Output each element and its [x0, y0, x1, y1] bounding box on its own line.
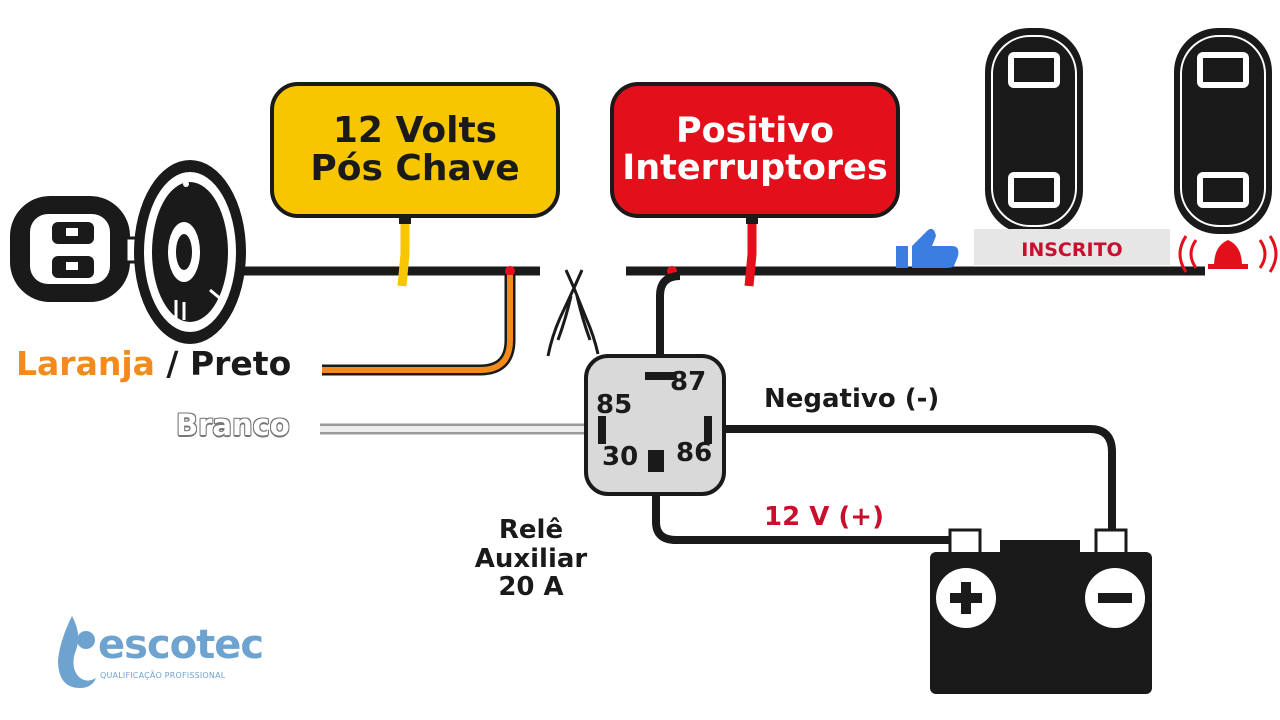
pin87-wire	[656, 272, 681, 370]
yellow-stem	[397, 210, 410, 287]
relay-label-line: Auxiliar	[474, 543, 588, 574]
callout-line: Positivo	[675, 111, 835, 152]
thumbs-up-icon[interactable]	[896, 228, 959, 268]
orange-wire	[322, 275, 513, 373]
orange-black-wire-label: Laranja / Preto	[16, 344, 291, 383]
callout-line: Interruptores	[622, 148, 888, 188]
relay-pin-30: 30	[602, 442, 639, 472]
callout-positive-switches: Positivo Interruptores	[610, 82, 900, 218]
subscribed-button[interactable]: INSCRITO	[974, 229, 1170, 265]
bell-icon[interactable]	[1178, 235, 1278, 273]
relay-label: Relê Auxiliar 20 A	[456, 516, 606, 602]
positive-wire-label: 12 V (+)	[764, 502, 884, 532]
red-stem	[744, 210, 757, 287]
splice-point-left	[505, 266, 515, 276]
black-label: Preto	[189, 344, 292, 383]
negative-wire	[704, 425, 1116, 545]
label-separator: /	[154, 344, 190, 383]
positive-wire	[652, 460, 960, 544]
battery-icon	[930, 528, 1152, 694]
ignition-key-icon	[10, 160, 246, 344]
callout-12v-post-key: 12 Volts Pós Chave	[270, 82, 560, 218]
cutter-pliers-icon	[546, 269, 600, 357]
window-switch-icon	[985, 28, 1083, 234]
callout-line: Pós Chave	[310, 148, 520, 189]
window-switch-icon	[1174, 28, 1272, 234]
relay-label-line: 20 A	[498, 572, 564, 603]
callout-line: 12 Volts	[332, 110, 498, 152]
orange-label: Laranja	[16, 344, 155, 383]
relay-label-line: Relê	[498, 515, 564, 545]
logo-wordmark: escotec	[98, 622, 264, 668]
relay-pin-87: 87	[670, 367, 707, 397]
negative-wire-label: Negativo (-)	[764, 384, 940, 414]
relay-body	[584, 354, 726, 496]
relay-pin-85: 85	[596, 390, 633, 420]
logo-tagline: QUALIFICAÇÃO PROFISSIONAL	[100, 671, 226, 680]
relay-pin-86: 86	[676, 438, 713, 468]
white-wire-label: Branco	[176, 408, 290, 442]
escotec-logo-icon	[58, 616, 96, 688]
